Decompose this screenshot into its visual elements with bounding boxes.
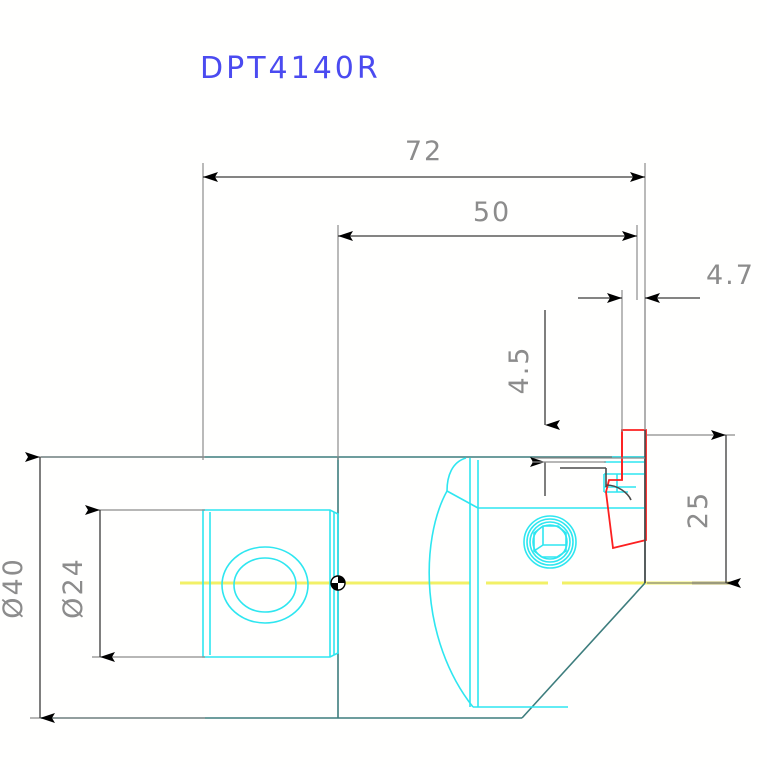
dimension-insert-offset: 4.7: [578, 260, 755, 432]
dimension-head-height: 25: [647, 430, 741, 588]
dimension-label-d24: Ø24: [58, 557, 89, 619]
insert-seat-detail: [603, 456, 645, 493]
insert-seat-edge: [560, 430, 646, 583]
datum-point-marker: [330, 575, 346, 591]
cutting-insert: [605, 429, 647, 550]
dimension-label-4-5: 4.5: [504, 346, 535, 395]
dimension-head-length: 50: [337, 197, 638, 460]
dimension-label-50: 50: [473, 197, 511, 228]
dimension-label-d40: Ø40: [0, 557, 29, 619]
dimension-seat-depth: 4.5: [504, 310, 645, 496]
drawing-title: DPT4140R: [200, 51, 381, 86]
dimension-label-4-7: 4.7: [706, 260, 755, 291]
dimension-shank-diameter: Ø40: [0, 452, 205, 723]
dimension-label-72: 72: [405, 136, 443, 167]
dimension-bore-diameter: Ø24: [58, 505, 205, 662]
body-relief-detail: [428, 457, 645, 708]
clamp-screw-hex-socket: [523, 515, 577, 569]
dimension-label-25: 25: [683, 491, 714, 529]
dimension-overall-length: 72: [202, 136, 646, 460]
